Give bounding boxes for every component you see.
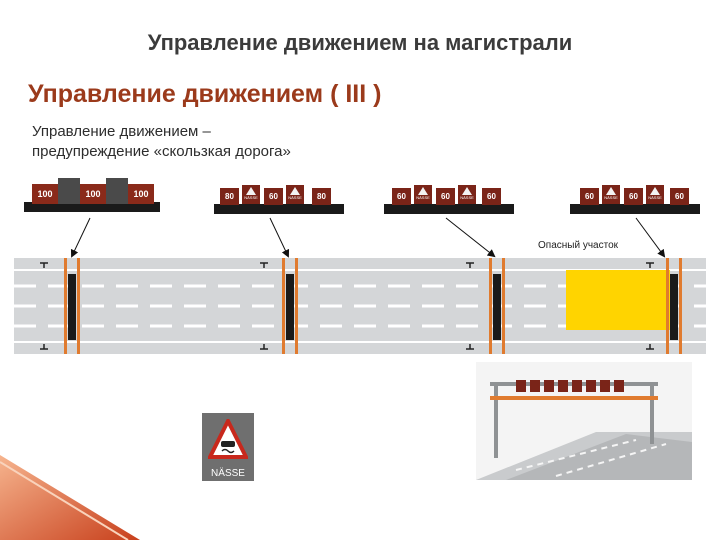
gantry-4: 60 NÄSSE 60 NÄSSE 60 [570, 182, 700, 214]
gantry-3: 60 NÄSSE 60 NÄSSE 60 [384, 182, 514, 214]
road-gantry-2 [282, 258, 300, 354]
gantry-post [282, 258, 285, 354]
slippery-warning-sign: NÄSSE [414, 185, 432, 204]
gantry-post [489, 258, 492, 354]
speed-sign: 60 [624, 188, 643, 205]
speed-sign: 60 [436, 188, 455, 205]
gantry-photo-illustration [476, 380, 692, 480]
road-markings [14, 262, 706, 350]
road-gantry-1 [64, 258, 82, 354]
gantry-photo [476, 362, 692, 480]
speed-sign: 60 [580, 188, 599, 205]
sign-column [493, 274, 501, 340]
speed-sign: 60 [392, 188, 411, 205]
gantry-2: 80 NÄSSE 60 NÄSSE 80 [214, 182, 344, 214]
gantry-post [679, 258, 682, 354]
pointer-arrow [269, 217, 290, 258]
corner-decoration [0, 455, 140, 540]
gantry-1: 100 100 100 [24, 178, 160, 212]
main-title: Управление движением ( III ) [28, 80, 382, 108]
gantry-post [64, 258, 67, 354]
speed-sign: 60 [264, 188, 283, 205]
gantry-beam [214, 204, 344, 214]
gantry-post [295, 258, 298, 354]
subtitle-line-1: Управление движением – [32, 123, 211, 140]
slippery-warning-sign: NÄSSE [286, 185, 304, 204]
slippery-road-sign: NÄSSE [202, 413, 254, 481]
speed-sign: 80 [220, 188, 239, 205]
subtitle: Управление движением – предупреждение «с… [32, 122, 291, 162]
slippery-warning-sign: NÄSSE [646, 185, 664, 204]
speed-sign: 60 [482, 188, 501, 205]
road-gantry-3 [489, 258, 507, 354]
danger-zone [566, 270, 670, 330]
slippery-car-icon [208, 419, 248, 459]
pointer-arrow [445, 217, 496, 258]
slippery-warning-sign: NÄSSE [242, 185, 260, 204]
road-gantry-4 [666, 258, 684, 354]
gantry-beam [384, 204, 514, 214]
speed-sign: 80 [312, 188, 331, 205]
sign-column [286, 274, 294, 340]
gantry-post [77, 258, 80, 354]
pointer-arrow [635, 217, 666, 258]
blank-sign [106, 178, 128, 204]
gantry-post [502, 258, 505, 354]
slippery-warning-sign: NÄSSE [458, 185, 476, 204]
pointer-arrow [70, 217, 91, 258]
sign-column [670, 274, 678, 340]
gantry-post [666, 258, 669, 354]
blank-sign [58, 178, 80, 204]
speed-sign: 100 [32, 184, 58, 204]
danger-zone-label: Опасный участок [538, 240, 619, 251]
sign-column [68, 274, 76, 340]
slippery-warning-sign: NÄSSE [602, 185, 620, 204]
speed-sign: 60 [670, 188, 689, 205]
subtitle-line-2: предупреждение «скользкая дорога» [32, 143, 291, 160]
gantry-beam [24, 202, 160, 212]
slippery-sign-caption: NÄSSE [211, 468, 245, 479]
gantry-beam [570, 204, 700, 214]
top-title: Управление движением на магистрали [147, 30, 573, 55]
speed-sign: 100 [128, 184, 154, 204]
speed-sign: 100 [80, 184, 106, 204]
